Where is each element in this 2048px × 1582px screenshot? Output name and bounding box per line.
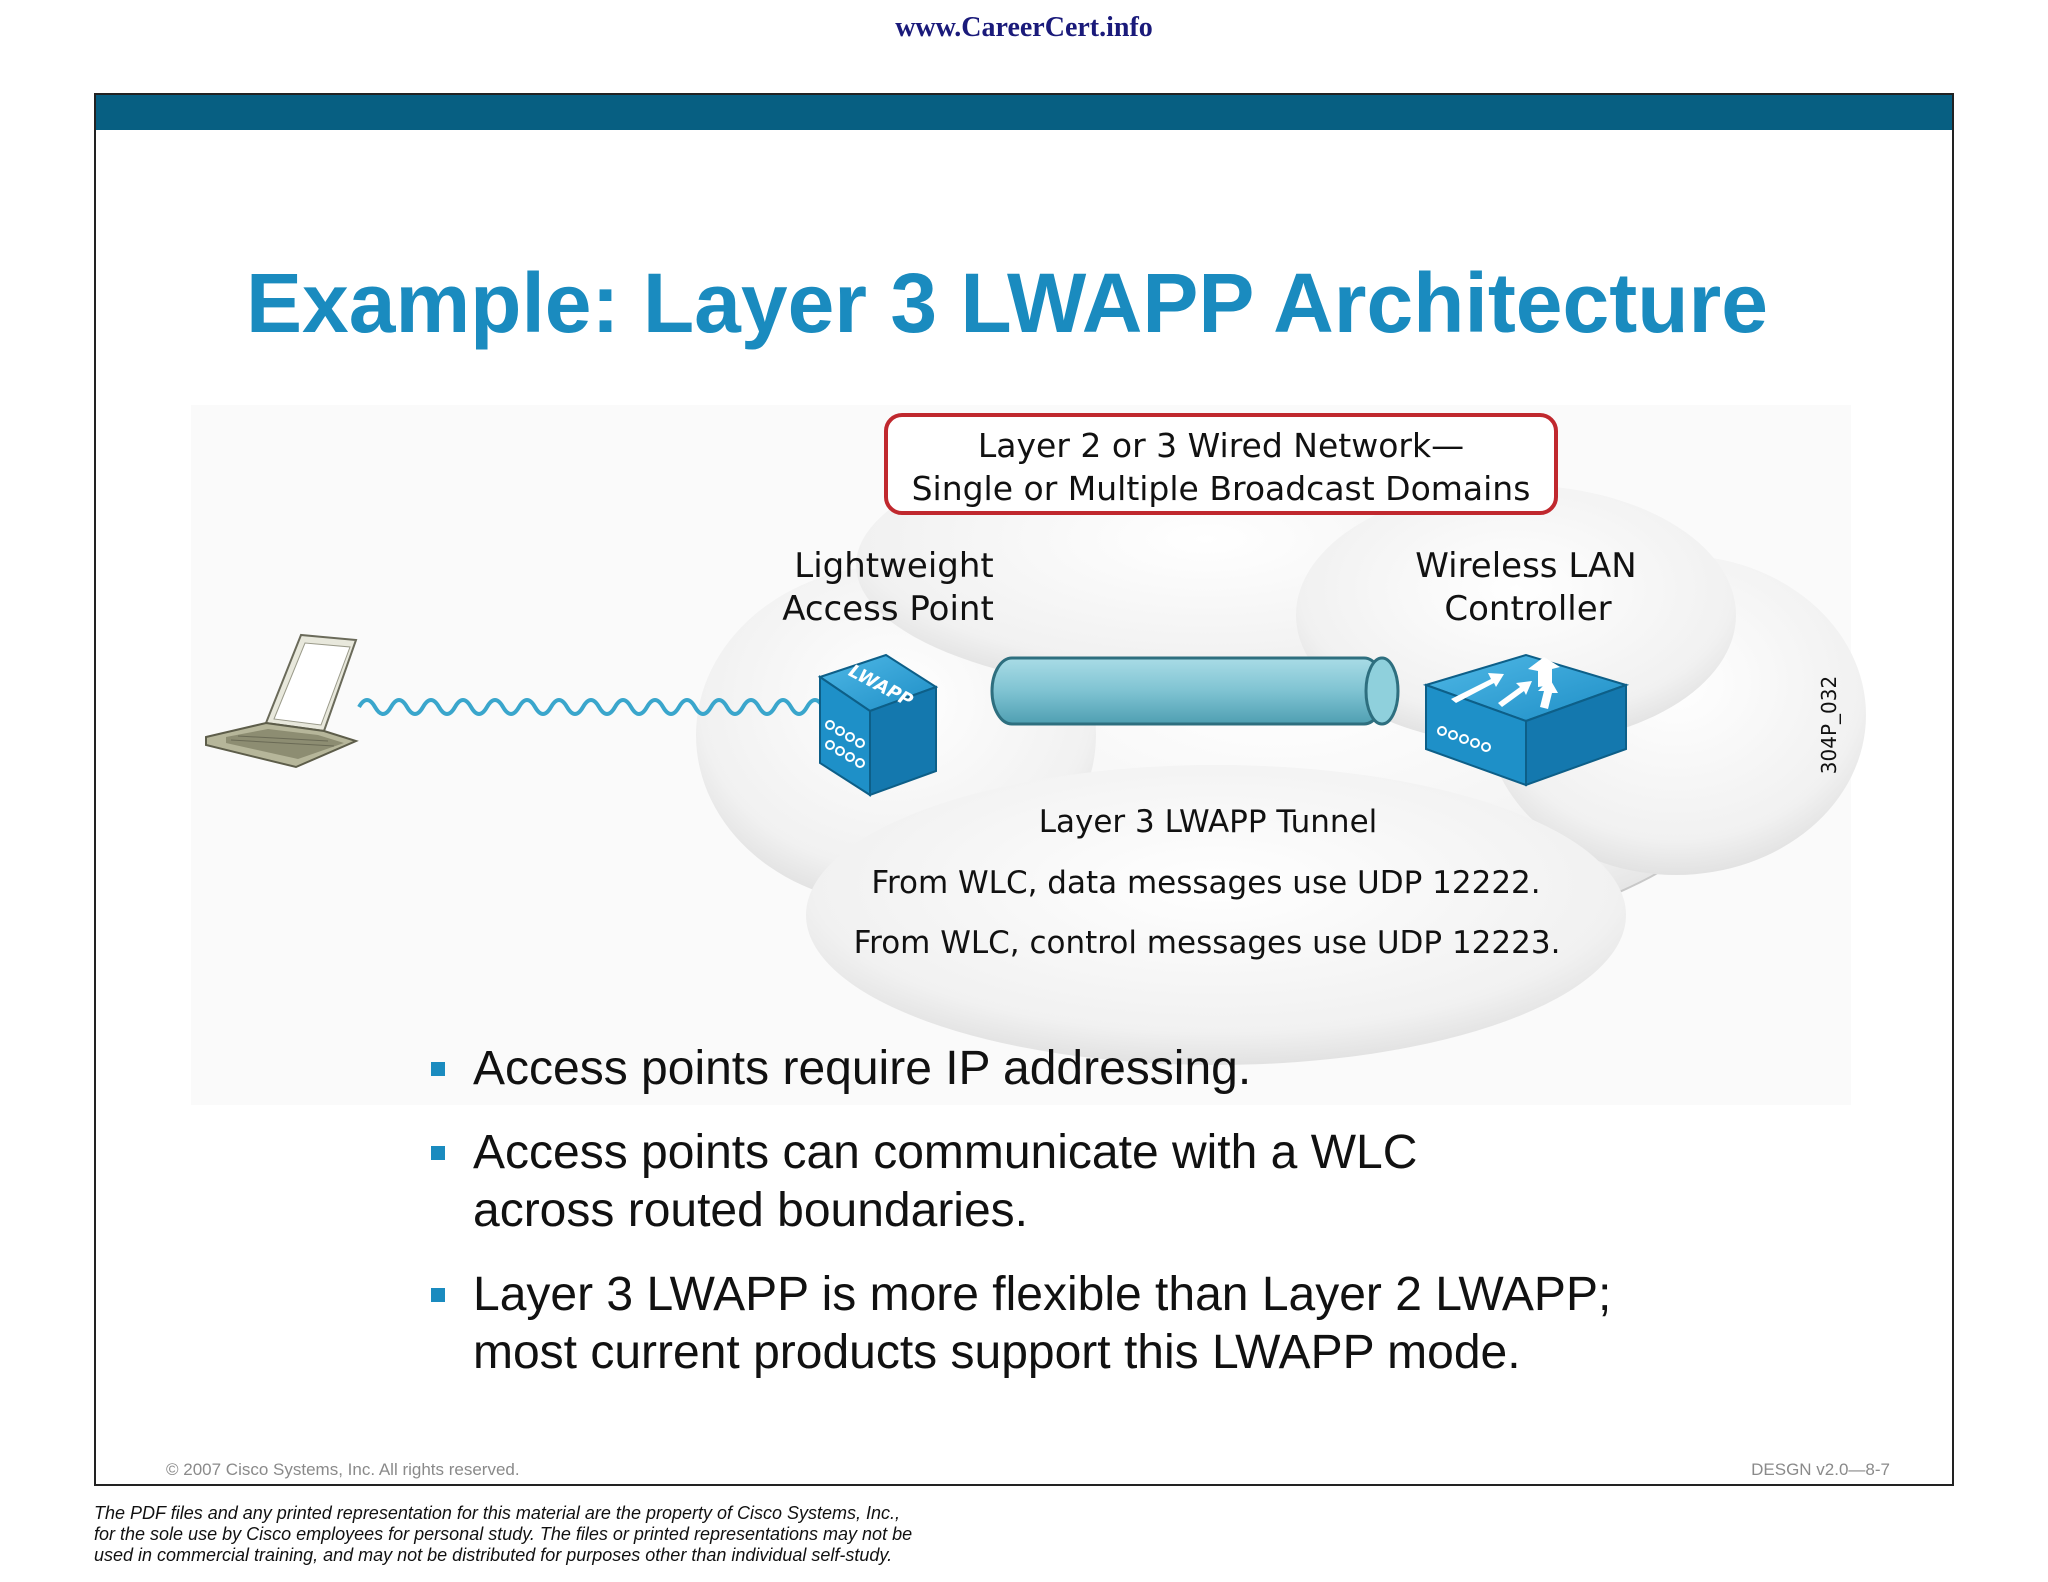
bullet-item: Layer 3 LWAPP is more flexible than Laye… <box>431 1266 1811 1382</box>
disclaimer-line: used in commercial training, and may not… <box>94 1545 893 1565</box>
slide: Example: Layer 3 LWAPP Architecture <box>94 93 1954 1486</box>
disclaimer: The PDF files and any printed representa… <box>94 1503 1194 1566</box>
tunnel-label: Layer 3 LWAPP Tunnel <box>1039 804 1378 840</box>
bullet-marker <box>431 1288 445 1302</box>
tunnel-icon <box>990 656 1400 726</box>
access-point-icon: LWAPP <box>817 653 939 797</box>
bullet-line: most current products support this LWAPP… <box>473 1326 1521 1379</box>
network-box: Layer 2 or 3 Wired Network— Single or Mu… <box>884 413 1558 515</box>
bullet-marker <box>431 1062 445 1076</box>
copyright-footer: © 2007 Cisco Systems, Inc. All rights re… <box>166 1460 520 1479</box>
architecture-diagram: Layer 2 or 3 Wired Network— Single or Mu… <box>191 405 1866 1105</box>
data-message-note: From WLC, data messages use UDP 12222. <box>871 865 1540 901</box>
bullet-line: Access points require IP addressing. <box>473 1042 1252 1095</box>
bullet-marker <box>431 1146 445 1160</box>
disclaimer-line: for the sole use by Cisco employees for … <box>94 1524 913 1544</box>
site-url-header: www.CareerCert.info <box>895 12 1153 43</box>
cloud-icon <box>696 435 1866 1065</box>
controller-label-line2: Controller <box>1444 589 1611 629</box>
bullet-item: Access points can communicate with a WLC… <box>431 1124 1811 1240</box>
figure-id: 304P_032 <box>1817 676 1841 774</box>
course-code-footer: DESGN v2.0—8-7 <box>1751 1460 1890 1479</box>
bullet-line: Access points can communicate with a WLC <box>473 1126 1418 1179</box>
control-message-note: From WLC, control messages use UDP 12223… <box>854 925 1561 961</box>
bullet-list: Access points require IP addressing. Acc… <box>431 1040 1811 1408</box>
bullet-line: across routed boundaries. <box>473 1184 1028 1237</box>
network-box-line2: Single or Multiple Broadcast Domains <box>912 469 1531 508</box>
slide-header-bar <box>96 95 1952 130</box>
access-point-label-line2: Access Point <box>782 589 994 629</box>
disclaimer-line: The PDF files and any printed representa… <box>94 1503 901 1523</box>
wireless-signal-icon <box>357 698 841 716</box>
wlc-icon <box>1422 653 1630 787</box>
slide-title: Example: Layer 3 LWAPP Architecture <box>246 256 1768 350</box>
access-point-label-line1: Lightweight <box>794 546 993 586</box>
laptop-icon <box>205 633 359 769</box>
bullet-item: Access points require IP addressing. <box>431 1040 1811 1098</box>
bullet-line: Layer 3 LWAPP is more flexible than Laye… <box>473 1268 1612 1321</box>
controller-label-line1: Wireless LAN <box>1415 546 1636 586</box>
network-box-line1: Layer 2 or 3 Wired Network— <box>978 426 1464 465</box>
